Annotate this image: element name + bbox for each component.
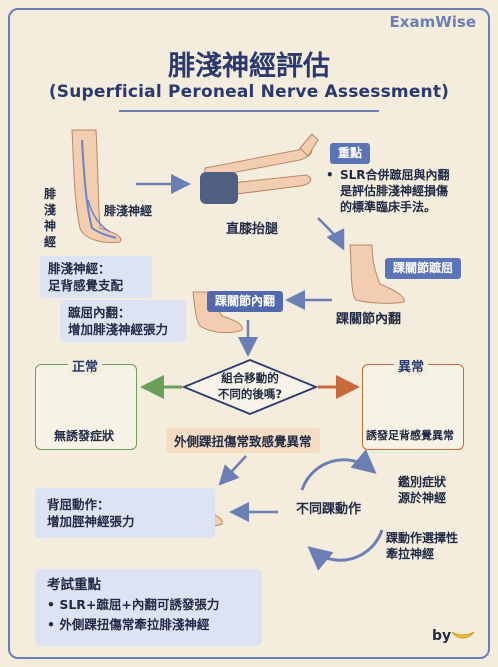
exam-item-text: 外側踝扭傷常牽拉腓淺神經 bbox=[59, 617, 210, 632]
side-char: 神 bbox=[43, 219, 56, 233]
exam-heading: 考試重點 bbox=[47, 577, 101, 593]
page-title: 腓淺神經評估 bbox=[168, 51, 330, 82]
cycle-note-line: 鑑別症狀 bbox=[398, 475, 447, 489]
cycle-arrow-bottom bbox=[307, 529, 384, 571]
decision-line: 不同的後嗎? bbox=[217, 387, 283, 401]
exam-key-points-box: 考試重點 • SLR+蹠屈+內翻可誘發張力 • 外側踝扭傷常牽拉腓淺神經 bbox=[35, 569, 262, 646]
side-char: 腓 bbox=[43, 187, 56, 201]
abnormal-text: 誘發足背感覺異常 bbox=[366, 429, 454, 442]
key-point-line: 的標準臨床手法。 bbox=[340, 200, 437, 214]
normal-title: 正常 bbox=[68, 356, 103, 375]
decision-diamond bbox=[181, 359, 319, 415]
key-point-line: 是評估腓淺神經損傷 bbox=[340, 184, 449, 198]
tension-line: 蹠屈內翻： bbox=[68, 305, 131, 320]
support-line: 足背感覺支配 bbox=[48, 278, 124, 293]
side-char: 經 bbox=[43, 235, 56, 249]
inversion-label: 踝關節內翻 bbox=[336, 312, 402, 327]
plantarflex-foot-illustration bbox=[349, 244, 405, 304]
normal-text: 無誘發症狀 bbox=[54, 429, 115, 443]
dorsiflex-line: 增加脛神經張力 bbox=[47, 514, 135, 529]
dorsiflex-line: 背屈動作： bbox=[47, 497, 110, 512]
page-frame bbox=[8, 8, 490, 659]
brand-logo: ExamWise bbox=[385, 13, 480, 31]
cycle-arrow-top bbox=[300, 449, 377, 491]
decision-line: 組合移動的 bbox=[221, 371, 279, 385]
leg-side-label: 腓 淺 神 經 bbox=[42, 186, 58, 250]
arrow-to-dorsiflex bbox=[218, 455, 247, 486]
cycle-note-line: 源於神經 bbox=[398, 491, 447, 505]
sprain-note: 外側踝扭傷常致感覺異常 bbox=[166, 428, 320, 453]
slr-illustration bbox=[200, 133, 319, 204]
dorsiflex-box: 背屈動作： 增加脛神經張力 bbox=[35, 488, 215, 538]
exam-item: • 外側踝扭傷常牽拉腓淺神經 bbox=[47, 617, 210, 632]
cycle-note-line: 牽拉神經 bbox=[386, 547, 435, 561]
leg-nerve-illustration bbox=[71, 129, 122, 243]
key-point-text: SLR合併蹠屈與內翻 是評估腓淺神經損傷 的標準臨床手法。 bbox=[340, 167, 450, 215]
cycle-note-line: 踝動作選擇性 bbox=[386, 531, 459, 545]
nerve-label: 腓淺神經 bbox=[104, 204, 153, 218]
normal-box bbox=[35, 364, 137, 450]
tension-line: 增加腓淺神經張力 bbox=[68, 322, 169, 337]
key-point-line: SLR合併蹠屈與內翻 bbox=[340, 168, 450, 182]
nerve-support-box: 腓淺神經： 足背感覺支配 bbox=[40, 256, 152, 298]
exam-item-text: SLR+蹠屈+內翻可誘發張力 bbox=[59, 597, 220, 612]
inversion-tag: 踝關節內翻 bbox=[207, 291, 284, 312]
tension-box: 蹠屈內翻： 增加腓淺神經張力 bbox=[60, 300, 186, 342]
arrow-slr-to-plantarflex bbox=[317, 217, 345, 251]
side-char: 淺 bbox=[43, 203, 56, 217]
banana-icon bbox=[451, 631, 475, 639]
key-point-tag: 重點 bbox=[330, 143, 371, 164]
cycle-note-top: 鑑別症狀 源於神經 bbox=[398, 474, 446, 506]
decision-text: 組合移動的 不同的後嗎? bbox=[186, 370, 314, 402]
page-subtitle: (Superficial Peroneal Nerve Assessment) bbox=[48, 82, 450, 102]
byline: by bbox=[432, 628, 452, 644]
abnormal-title: 異常 bbox=[394, 356, 429, 375]
support-line: 腓淺神經： bbox=[48, 261, 111, 276]
cycle-note-bottom: 踝動作選擇性 牽拉神經 bbox=[386, 530, 458, 562]
different-move-label: 不同踝動作 bbox=[296, 502, 362, 517]
slr-label: 直膝抬腿 bbox=[226, 222, 279, 237]
title-underline bbox=[119, 110, 379, 112]
plantarflex-tag: 踝關節蹠屈 bbox=[385, 258, 462, 279]
key-point-bullet: • bbox=[326, 168, 334, 182]
exam-item: • SLR+蹠屈+內翻可誘發張力 bbox=[47, 597, 220, 612]
